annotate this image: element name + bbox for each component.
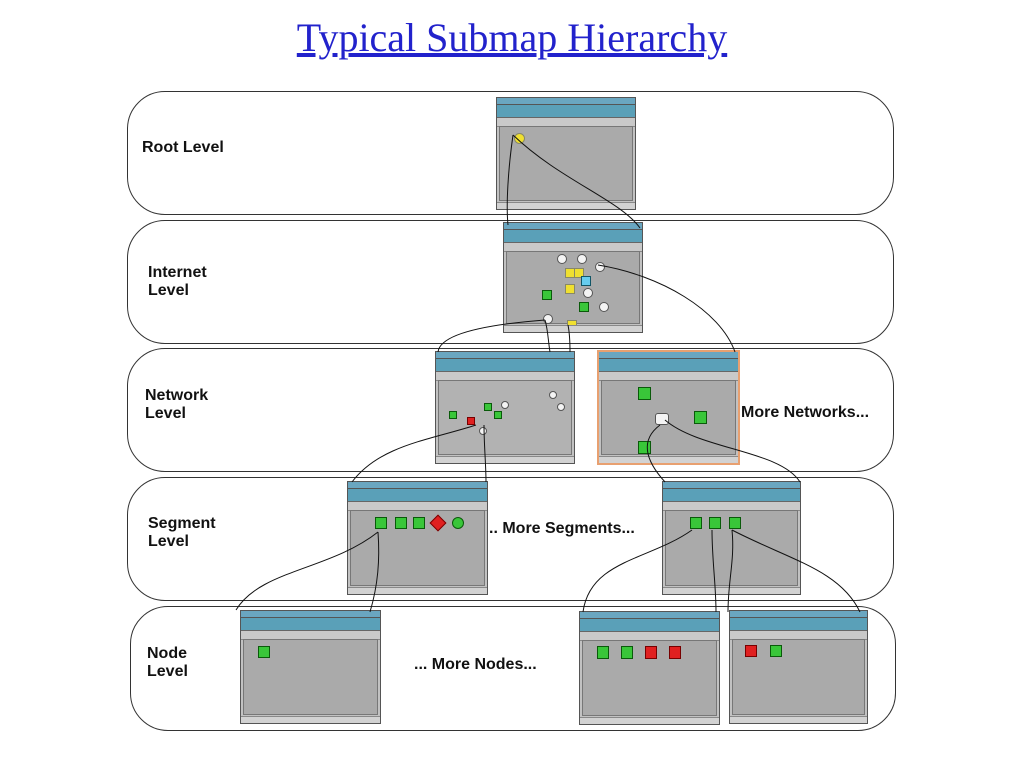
router-icon <box>599 302 609 312</box>
connector-line <box>582 529 693 613</box>
connector-line <box>437 319 546 353</box>
page-title: Typical Submap Hierarchy <box>296 15 728 60</box>
root-submap-canvas <box>499 126 633 201</box>
connector-line <box>711 529 717 613</box>
network-node-icon <box>395 517 407 529</box>
network-node-icon <box>729 517 741 529</box>
network-node-icon <box>579 302 589 312</box>
node-level-label: Node Level <box>147 645 188 681</box>
internet-level-label: Internet Level <box>148 264 207 300</box>
connector-line <box>567 324 571 353</box>
network-node-icon <box>638 387 651 400</box>
network-node-icon <box>694 411 707 424</box>
network-node-icon <box>690 517 702 529</box>
connector-line <box>727 529 734 613</box>
node-submap-window-3 <box>729 610 868 724</box>
network-node-icon <box>621 646 633 659</box>
more-segments-label: .. More Segments... <box>489 520 635 537</box>
network-node-icon <box>745 645 757 657</box>
router-icon <box>479 427 487 435</box>
connector-line <box>646 424 666 483</box>
connector-line <box>369 531 380 613</box>
root-level-text: Root Level <box>142 139 224 156</box>
network-node-icon <box>258 646 270 658</box>
router-icon <box>557 254 567 264</box>
segment-submap-window-2 <box>662 481 801 595</box>
network-node-icon <box>467 417 475 425</box>
network-node-icon <box>494 411 502 419</box>
connector-line <box>351 424 477 483</box>
connector-line <box>731 529 861 613</box>
node-submap-canvas-1 <box>243 639 378 715</box>
network-node-icon <box>452 517 464 529</box>
internet-submap-window <box>503 222 643 333</box>
router-icon <box>557 403 565 411</box>
network-node-icon <box>709 517 721 529</box>
connector-line <box>544 319 551 353</box>
internet-submap-canvas <box>506 251 640 330</box>
router-icon <box>655 413 669 425</box>
segment-level-line1: Segment <box>148 515 216 532</box>
network-node-icon <box>413 517 425 529</box>
segment-level-label: Segment Level <box>148 515 216 551</box>
router-icon <box>595 262 605 272</box>
more-nodes-label: ... More Nodes... <box>414 656 537 673</box>
router-icon <box>501 401 509 409</box>
node-submap-window-1 <box>240 610 381 724</box>
network-level-label: Network Level <box>145 387 208 423</box>
node-submap-window-2 <box>579 611 720 725</box>
gateway-icon <box>565 284 575 294</box>
network-node-icon <box>597 646 609 659</box>
router-icon <box>543 314 553 324</box>
network-node-icon <box>581 276 591 286</box>
network-level-line2: Level <box>145 405 186 422</box>
connector-line <box>506 134 514 226</box>
segment-submap-window-1 <box>347 481 488 595</box>
node-level-line1: Node <box>147 645 187 662</box>
network-node-icon <box>645 646 657 659</box>
network-submap-window-2 <box>597 350 740 465</box>
connector-line <box>664 419 801 483</box>
segment-submap-canvas-1 <box>350 510 485 586</box>
network-submap-window-1 <box>435 351 575 464</box>
internet-icon <box>514 133 525 144</box>
segment-level-line2: Level <box>148 533 189 550</box>
internet-level-line1: Internet <box>148 264 207 281</box>
network-node-icon <box>770 645 782 657</box>
internet-level-line2: Level <box>148 282 189 299</box>
gateway-icon <box>574 268 584 278</box>
segment-submap-canvas-2 <box>665 510 798 586</box>
network-node-icon <box>449 411 457 419</box>
network-level-line1: Network <box>145 387 209 404</box>
connector-line <box>483 424 487 483</box>
node-submap-canvas-2 <box>582 640 717 716</box>
network-submap-canvas-1 <box>438 380 572 455</box>
node-submap-canvas-3 <box>732 639 865 715</box>
node-level-line2: Level <box>147 663 188 680</box>
connector-line <box>235 531 379 611</box>
more-networks-label: More Networks... <box>741 404 870 421</box>
router-icon <box>577 254 587 264</box>
router-icon <box>583 288 593 298</box>
root-submap-window <box>496 97 636 210</box>
router-icon <box>549 391 557 399</box>
root-level-label: Root Level <box>142 139 224 157</box>
connector-line <box>512 134 641 229</box>
network-node-icon <box>669 646 681 659</box>
network-node-icon <box>542 290 552 300</box>
network-node-icon <box>375 517 387 529</box>
network-node-icon <box>484 403 492 411</box>
connector-line <box>597 264 736 353</box>
